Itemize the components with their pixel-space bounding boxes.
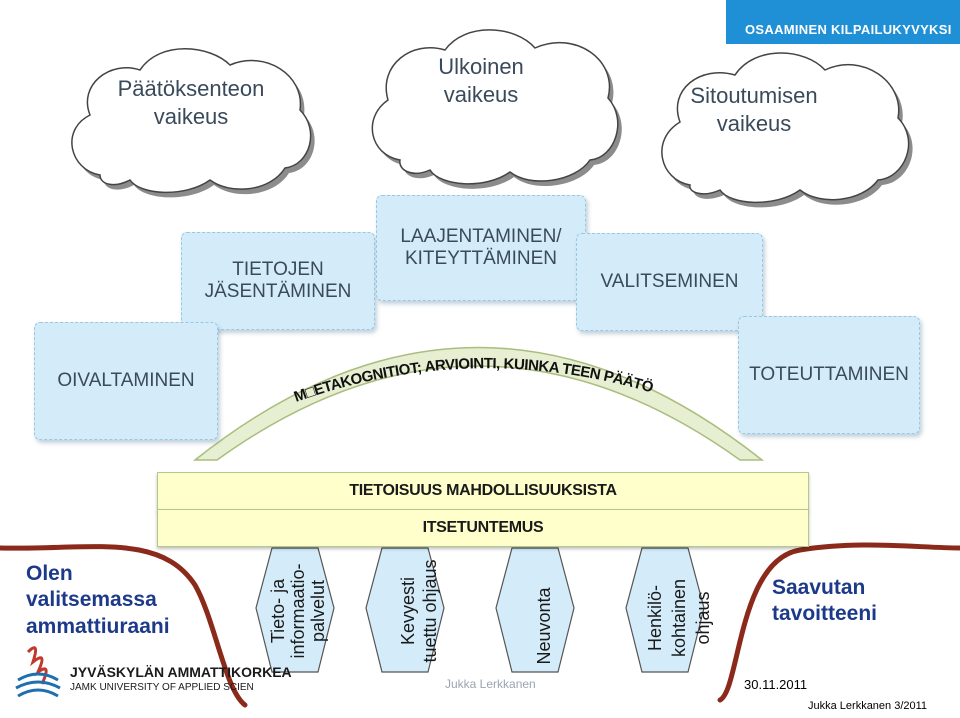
footer-author: Jukka Lerkkanen	[445, 677, 536, 691]
box-laajentaminen-line-2: KITEYTTÄMINEN	[404, 248, 557, 269]
cloud-1-line-1: Päätöksenteon	[118, 76, 265, 101]
cloud-commitment-difficulty	[661, 52, 913, 208]
logo-name-en: JAMK UNIVERSITY OF APPLIED SCIEN	[70, 682, 254, 693]
bar-self-knowledge: ITSETUNTEMUS	[157, 509, 809, 547]
box-tietojen-line-2: JÄSENTÄMINEN	[204, 281, 352, 302]
goal-text-line-1: Saavutan	[772, 576, 866, 599]
cloud-external-difficulty	[371, 29, 622, 189]
cloud-2-line-1: Ulkoinen	[438, 54, 524, 79]
box-choosing: VALITSEMINEN	[576, 233, 763, 331]
pillar-light-guidance	[365, 547, 445, 673]
cloud-2-line-2: vaikeus	[444, 82, 519, 107]
start-text: Olen valitsemassa ammattiuraani	[26, 561, 170, 640]
footer-date: 30.11.2011	[744, 677, 808, 692]
box-expanding: LAAJENTAMINEN/KITEYTTÄMINEN	[376, 195, 586, 301]
pillar-3-line-1: Neuvonta	[534, 586, 554, 664]
jamk-logo-icon	[15, 646, 61, 698]
header-banner	[726, 0, 960, 44]
box-implementing: TOTEUTTAMINEN	[738, 316, 920, 434]
pillar-4-line-1: Henkilö-	[645, 585, 665, 651]
box-oivaltaminen-label: OIVALTAMINEN	[57, 370, 195, 392]
cloud-1-line-2: vaikeus	[154, 104, 229, 129]
cloud-3-line-2: vaikeus	[717, 111, 792, 136]
start-text-line-1: Olen	[26, 562, 73, 585]
box-laajentaminen-line-1: LAAJENTAMINEN/	[400, 226, 562, 248]
cloud-3-line-1: Sitoutumisen	[690, 83, 817, 108]
pillar-1-line-1: Tieto- ja	[268, 578, 288, 643]
banner-title: OSAAMINEN KILPAILUKYVYKSI	[745, 22, 952, 37]
journey-curve-end	[717, 542, 960, 703]
pillar-1-line-2: informaatio-	[288, 563, 308, 658]
cloud-decision-difficulty	[71, 48, 315, 198]
pillar-4-line-3: ohjaus	[693, 591, 713, 644]
logo-name: JYVÄSKYLÄN AMMATTIKORKEA	[70, 664, 292, 680]
pillar-2-line-1: Kevyesti	[398, 577, 418, 645]
metacognition-arch	[192, 346, 765, 461]
box-tietojen-line-1: TIETOJEN	[232, 259, 324, 281]
pillar-1-line-3: palvelut	[308, 580, 328, 642]
footer-page: Jukka Lerkkanen 3/2011	[808, 700, 928, 712]
box-toteuttaminen-label: TOTEUTTAMINEN	[749, 364, 909, 386]
pillar-4-line-2: kohtainen	[669, 579, 689, 657]
bar-bottom-label: ITSETUNTEMUS	[422, 519, 544, 536]
goal-text-line-2: tavoitteeni	[772, 602, 878, 626]
bar-awareness-of-opportunities: TIETOISUUS MAHDOLLISUUKSISTA	[157, 472, 809, 510]
journey-curve	[0, 544, 248, 708]
pillar-2-line-2: tuettu ohjaus	[420, 559, 440, 662]
pillar-information-services	[255, 547, 335, 673]
bar-top-label: TIETOISUUS MAHDOLLISUUKSISTA	[349, 482, 617, 499]
pillar-counselling	[495, 547, 575, 673]
box-realizing: OIVALTAMINEN	[34, 322, 218, 440]
pillar-personal-guidance	[625, 547, 705, 673]
box-valitseminen-label: VALITSEMINEN	[600, 271, 739, 293]
goal-text: Saavutan tavoitteeni	[772, 575, 877, 628]
start-text-line-2: valitsemassa	[26, 588, 157, 612]
start-text-line-3: ammattiuraani	[26, 614, 170, 638]
